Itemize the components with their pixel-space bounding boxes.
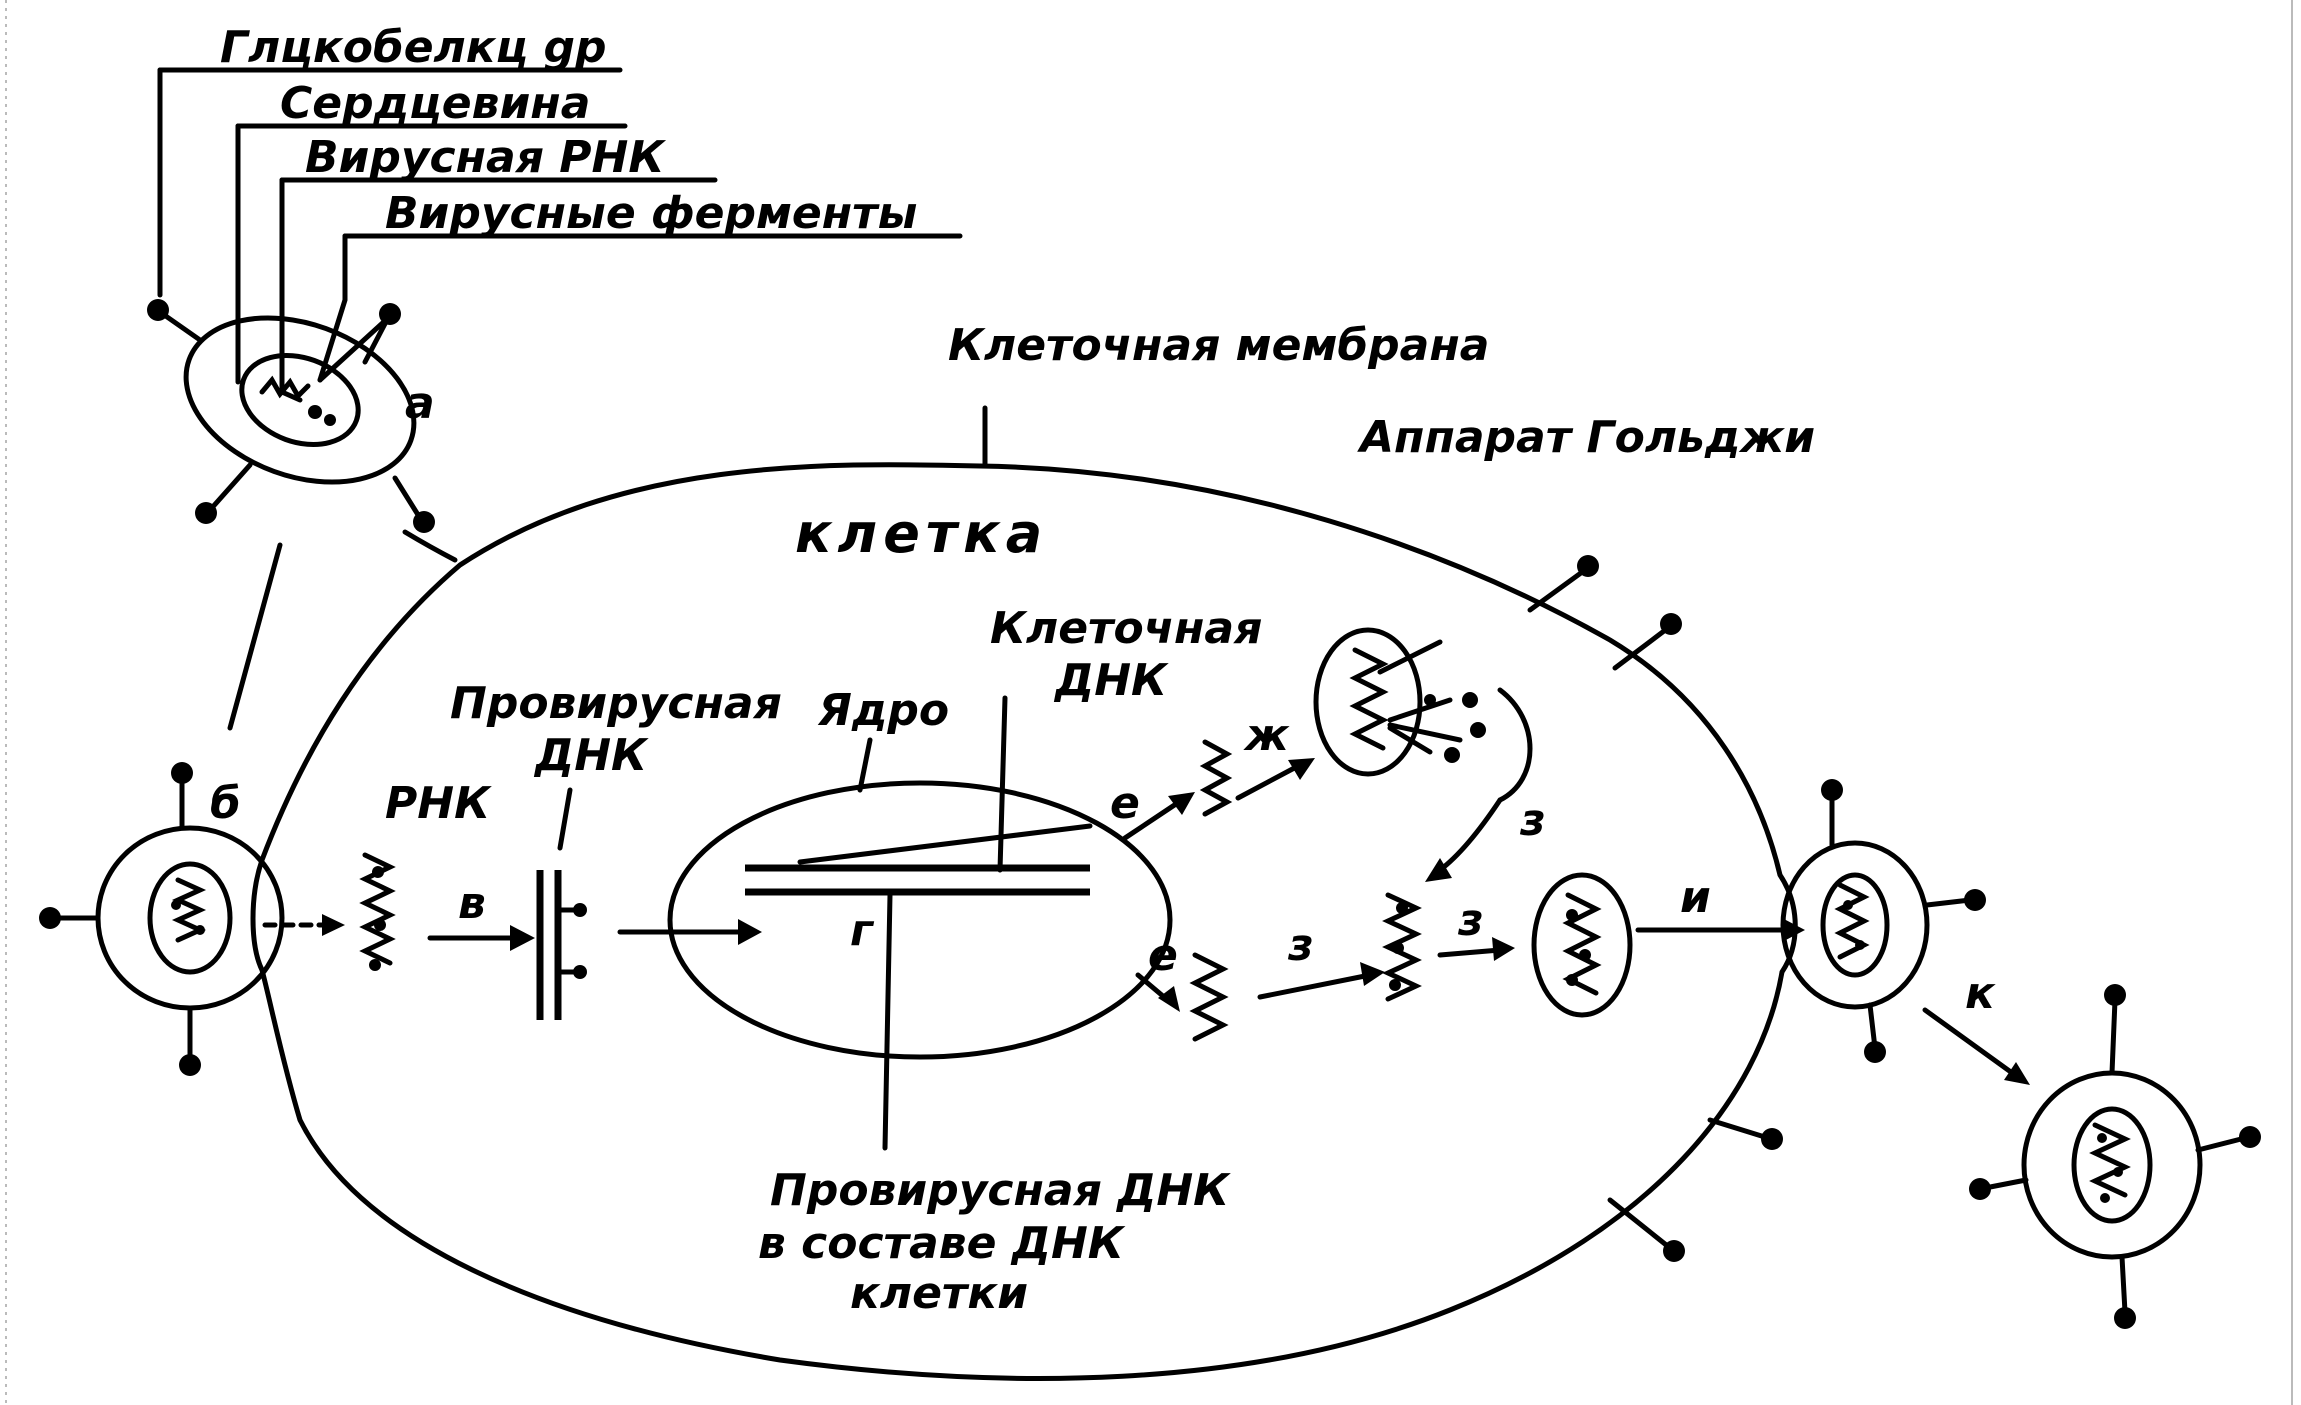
leader-viral-enzymes bbox=[317, 233, 348, 383]
virion-a-core bbox=[239, 353, 361, 447]
stage-z3: з bbox=[1457, 895, 1484, 946]
stage-a: а bbox=[405, 378, 435, 429]
budding-virion bbox=[1780, 779, 1986, 1063]
label-cell: клетка bbox=[795, 502, 1048, 565]
label-proviral-dna-1: Провирусная bbox=[450, 678, 782, 729]
virion-a-rna bbox=[259, 375, 311, 401]
stage-g: г bbox=[850, 905, 875, 956]
leader-viral-rna bbox=[279, 177, 303, 403]
label-viral-rna: Вирусная РНК bbox=[305, 132, 666, 183]
label-integrated-1: Провирусная ДНК bbox=[770, 1165, 1231, 1216]
stage-zh: ж bbox=[1243, 710, 1290, 761]
stage-e2: е bbox=[1148, 930, 1178, 981]
virion-a: а bbox=[147, 299, 435, 533]
label-viral-enzymes: Вирусные ферменты bbox=[385, 188, 917, 239]
label-integrated-2: в составе ДНК bbox=[758, 1218, 1126, 1269]
label-stack: Глцкобелкц gp Сердцевина Вирусная РНК Ви… bbox=[157, 22, 963, 403]
label-cell-membrane: Клеточная мембрана bbox=[948, 320, 1489, 371]
released-virion bbox=[1969, 984, 2261, 1329]
label-glycoproteins: Глцкобелкц gp bbox=[220, 22, 607, 73]
stage-i: и bbox=[1680, 872, 1711, 923]
stage-b: б bbox=[210, 778, 241, 829]
proviral-dna bbox=[536, 870, 587, 1020]
label-golgi: Аппарат Гольджи bbox=[1357, 412, 1815, 463]
cell-outline bbox=[250, 462, 1798, 1381]
stage-e1: е bbox=[1110, 778, 1140, 829]
budding-virion-envelope bbox=[1780, 840, 1930, 1010]
label-proviral-dna-2: ДНК bbox=[533, 730, 649, 781]
stage-z1: з bbox=[1519, 795, 1546, 846]
stage-k: к bbox=[1965, 968, 1996, 1019]
label-cellular-dna-1: Клеточная bbox=[990, 603, 1262, 654]
virion-b: б bbox=[39, 762, 285, 1076]
released-virion-envelope bbox=[2021, 1070, 2203, 1260]
stage-v: в bbox=[458, 878, 486, 929]
virion-a-envelope bbox=[183, 315, 417, 485]
budding-virion-core bbox=[1820, 872, 1890, 978]
label-cellular-dna-2: ДНК bbox=[1053, 655, 1169, 706]
stage-z2: з bbox=[1287, 920, 1314, 971]
virion-b-core bbox=[147, 861, 233, 975]
released-virion-core bbox=[2071, 1106, 2153, 1224]
connector-a-b bbox=[227, 542, 283, 731]
label-integrated-3: клетки bbox=[850, 1268, 1028, 1319]
forming-core bbox=[1531, 872, 1633, 1018]
label-nucleus: Ядро bbox=[817, 685, 949, 736]
label-core: Сердцевина bbox=[280, 78, 590, 129]
label-rna: РНК bbox=[385, 778, 492, 829]
assembled-rna bbox=[1382, 892, 1422, 1002]
golgi-vesicle bbox=[1313, 627, 1423, 777]
nucleus bbox=[667, 780, 1173, 1060]
